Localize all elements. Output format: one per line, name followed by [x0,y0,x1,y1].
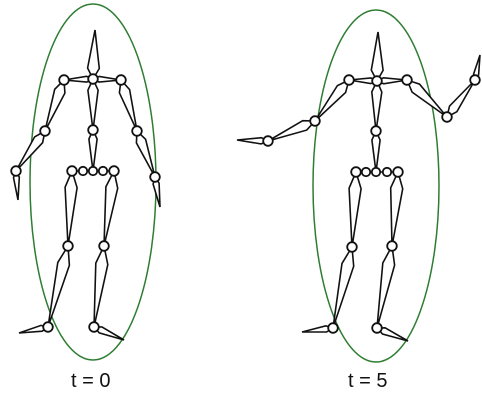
bone-neck-spine [372,81,382,131]
frame-label-t0: t = 0 [71,370,110,393]
joint-lkn [347,242,357,252]
frame-t0 [11,4,160,360]
bone-rhip-rkn [104,171,118,246]
joint-h2 [362,168,370,176]
joint-h3 [99,167,107,175]
bone-rkn-ran [377,246,395,328]
frame-label-t5: t = 5 [348,370,387,393]
joint-rkn [387,241,397,251]
joint-lan [43,322,53,332]
joint-lhip [351,167,361,177]
skeleton-joints-t5 [263,75,480,333]
bone-neck-headtop [371,32,383,81]
bone-lkn-lan [48,246,69,327]
joint-rhip [109,166,119,176]
joint-lan [328,323,338,333]
joint-lkn [63,241,73,251]
bone-rel-rwr [136,131,155,177]
joint-lhip [67,166,77,176]
joint-lsh [344,75,354,85]
frame-t5 [237,10,480,362]
joint-spine [371,126,381,136]
bone-lkn-lan [333,247,354,328]
bone-rsh-rel [119,80,137,131]
joint-rhip [393,167,403,177]
bone-neck-spine [88,79,98,130]
joint-spine [88,125,98,135]
joint-ran [89,322,99,332]
bone-neck-headtop [88,30,100,79]
joint-rwr [470,75,480,85]
joint-ran [372,323,382,333]
joint-rkn [99,241,109,251]
joint-hip [372,168,380,176]
bone-rel-rwr [447,80,475,117]
joint-rwr [150,172,160,182]
joint-rsh [402,75,412,85]
skeleton-bones-t5 [237,32,480,341]
joint-rel [132,126,142,136]
bone-spine-hip [372,131,380,172]
joint-lsh [59,75,69,85]
joint-rsh [116,75,126,85]
joint-lwr [263,136,273,146]
bone-lsh-lel [45,80,65,131]
joint-lel [310,116,320,126]
joint-rel [442,112,452,122]
joint-h2 [79,167,87,175]
bone-rsh-rel [407,80,447,117]
joint-neck [372,76,382,86]
joint-lwr [11,166,21,176]
bone-lhip-lkn [349,172,361,247]
skeleton-bones-t0 [14,30,161,340]
joint-hip [89,167,97,175]
bone-rhip-rkn [391,172,403,246]
skeleton-joints-t0 [11,74,160,332]
bone-spine-hip [89,130,97,171]
joint-neck [88,74,98,84]
bone-lhip-lkn [65,171,77,246]
bone-rkn-ran [94,246,108,327]
joint-lel [40,126,50,136]
joint-h3 [383,168,391,176]
bone-lel-lwr [268,121,315,141]
